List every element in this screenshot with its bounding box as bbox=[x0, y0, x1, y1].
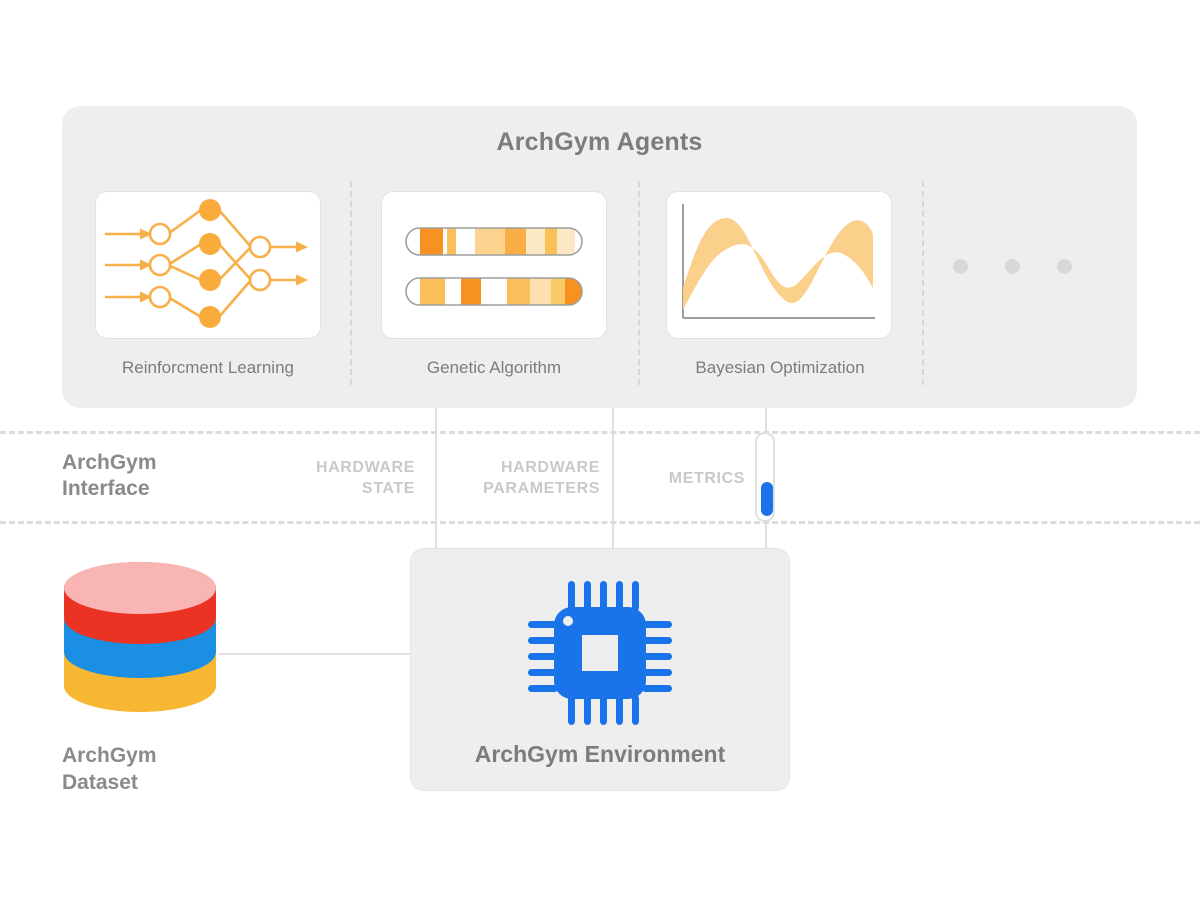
interface-band-bottom-divider bbox=[0, 521, 1200, 524]
interface-label-hardware-state: HARDWARE STATE bbox=[235, 457, 415, 499]
environment-box[interactable]: ArchGym Environment bbox=[410, 548, 790, 791]
connector-hardware-state bbox=[435, 408, 437, 553]
interface-title-line2: Interface bbox=[62, 477, 150, 500]
interface-label-hardware-parameters-line1: HARDWARE bbox=[500, 459, 600, 476]
cpu-chip-icon bbox=[528, 581, 672, 725]
neural-network-icon bbox=[104, 199, 308, 328]
agent-card-bayesian-optimization[interactable] bbox=[666, 191, 892, 339]
agent-card-label-reinforcement-learning: Reinforcment Learning bbox=[122, 358, 294, 377]
more-agents-dot-2 bbox=[1005, 259, 1020, 274]
interface-title-line1: ArchGym bbox=[62, 451, 157, 474]
more-agents-dot-3 bbox=[1057, 259, 1072, 274]
interface-label-hardware-parameters-line2: PARAMETERS bbox=[483, 480, 600, 497]
agent-card-label-bayesian-optimization: Bayesian Optimization bbox=[695, 358, 865, 377]
more-agents-dot-1 bbox=[953, 259, 968, 274]
dataset-label-line1: ArchGym bbox=[62, 744, 157, 767]
interface-label-metrics-line1: METRICS bbox=[668, 470, 745, 487]
metrics-flow-indicator[interactable] bbox=[761, 482, 773, 516]
dataset-label-line2: Dataset bbox=[62, 771, 138, 794]
agent-divider-2 bbox=[638, 181, 640, 385]
interface-label-metrics: METRICS bbox=[565, 468, 745, 489]
dataset-icon-wrapper[interactable] bbox=[50, 556, 230, 741]
database-cylinder-icon bbox=[64, 562, 216, 712]
agents-panel-title: ArchGym Agents bbox=[496, 128, 703, 156]
interface-title: ArchGym Interface bbox=[62, 450, 157, 502]
dataset-label: ArchGym Dataset bbox=[62, 742, 157, 796]
interface-label-hardware-state-line2: STATE bbox=[361, 480, 415, 497]
agent-card-label-genetic-algorithm: Genetic Algorithm bbox=[426, 358, 562, 377]
environment-label: ArchGym Environment bbox=[474, 741, 726, 767]
connector-dataset-environment bbox=[218, 653, 413, 655]
agent-card-genetic-algorithm[interactable] bbox=[381, 191, 607, 339]
agent-divider-3 bbox=[922, 181, 924, 385]
chromosome-icon bbox=[405, 227, 583, 306]
metrics-flow-capsule[interactable] bbox=[755, 432, 775, 522]
connector-hardware-parameters bbox=[612, 408, 614, 553]
agent-card-reinforcement-learning[interactable] bbox=[95, 191, 321, 339]
interface-label-hardware-parameters: HARDWARE PARAMETERS bbox=[420, 457, 600, 499]
agent-divider-1 bbox=[350, 181, 352, 385]
chip-icon-wrapper bbox=[520, 573, 680, 738]
interface-label-hardware-state-line1: HARDWARE bbox=[315, 459, 415, 476]
confidence-band-chart-icon bbox=[682, 204, 875, 319]
interface-band-top-divider bbox=[0, 431, 1200, 434]
